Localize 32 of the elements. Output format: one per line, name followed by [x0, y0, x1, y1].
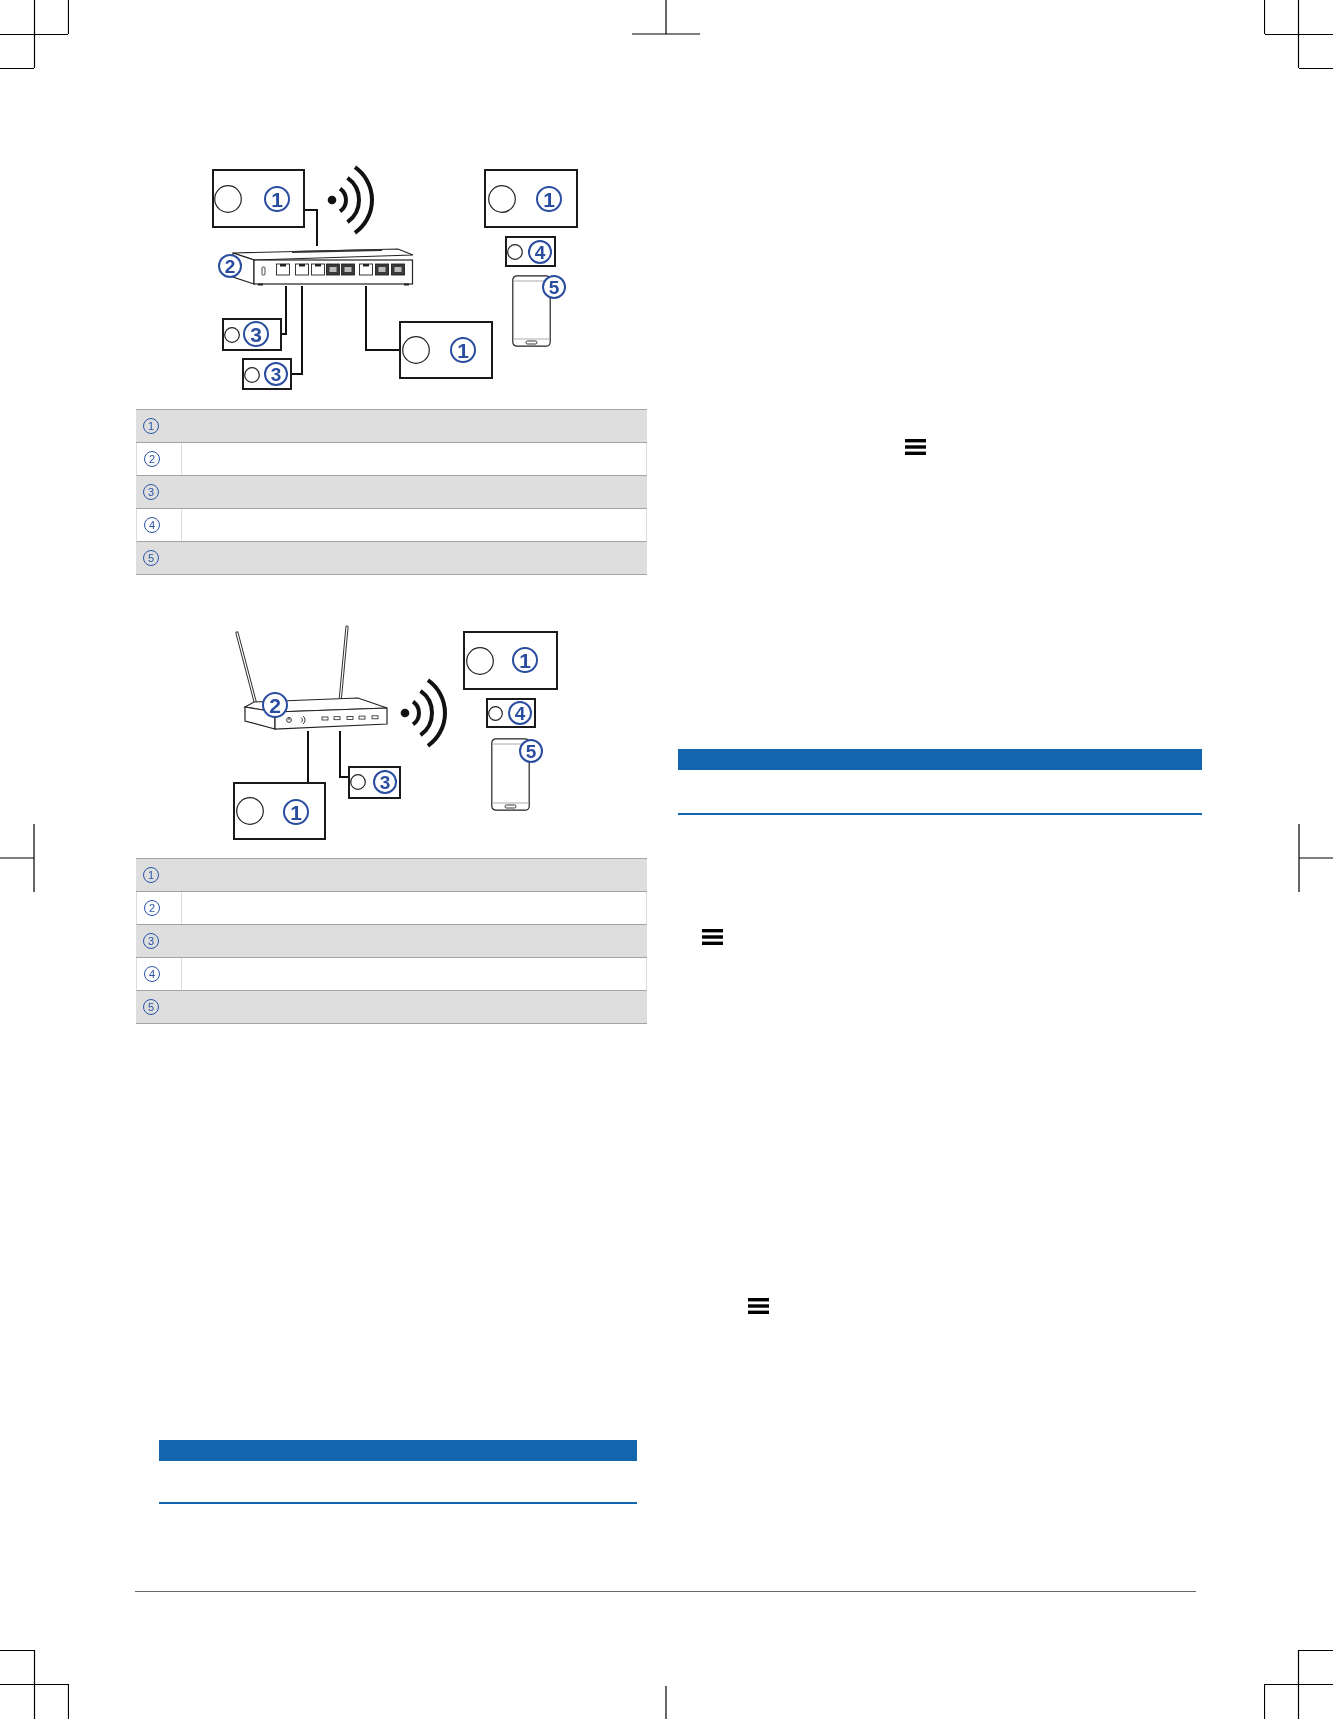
callout-number: 5 — [519, 739, 543, 763]
cable-line — [307, 730, 309, 783]
callout-number: 2 — [262, 692, 288, 718]
cable-line — [304, 209, 318, 247]
callout-number: 1 — [450, 337, 476, 363]
cable-line — [281, 285, 287, 335]
cable-line — [339, 730, 349, 778]
device-box — [505, 236, 556, 267]
heading-bar — [678, 749, 1202, 770]
callout-number: 3 — [373, 770, 397, 794]
device-box — [399, 321, 493, 379]
callout-number: 5 — [542, 275, 566, 299]
callout-number: 2 — [218, 254, 242, 278]
device-box — [486, 698, 536, 728]
device-box — [348, 766, 401, 799]
callout-number: 1 — [512, 647, 538, 673]
device-box — [463, 631, 558, 690]
device-box — [242, 358, 292, 390]
callout-number: 1 — [536, 186, 562, 212]
cable-line — [291, 285, 303, 375]
callout-number: 3 — [264, 362, 288, 386]
device-box — [212, 169, 305, 228]
callout-number: 4 — [508, 701, 532, 725]
device-box — [222, 318, 282, 351]
device-box — [484, 169, 578, 228]
cable-line — [365, 285, 400, 351]
callout-number: 3 — [243, 321, 269, 347]
device-box — [233, 782, 326, 840]
callout-number: 4 — [528, 240, 552, 264]
heading-bar — [159, 1440, 637, 1461]
callout-number: 1 — [283, 799, 309, 825]
callout-number: 1 — [264, 186, 290, 212]
